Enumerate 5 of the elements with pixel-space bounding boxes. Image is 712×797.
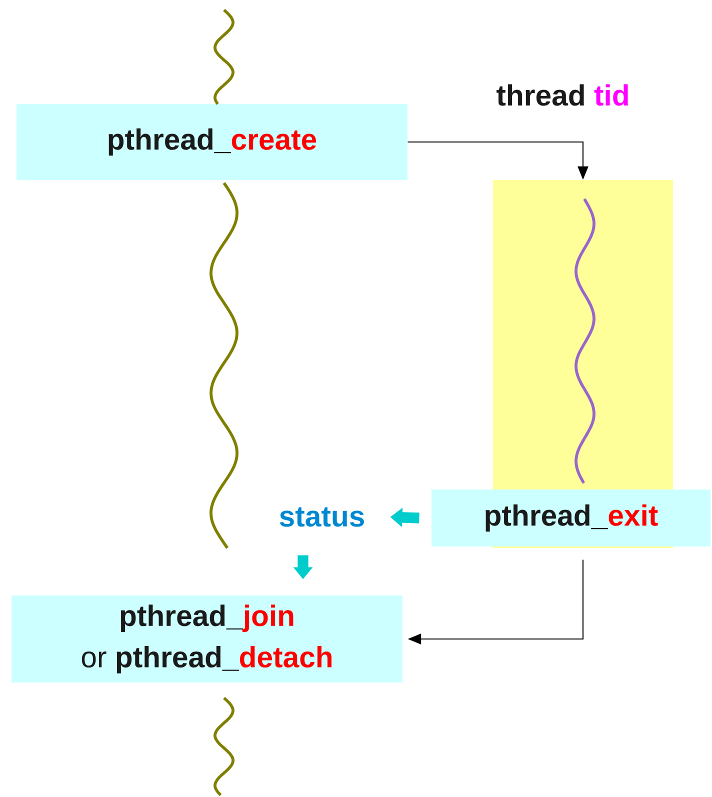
thread-label: thread tid bbox=[496, 84, 628, 106]
status-label: status bbox=[280, 507, 364, 527]
function-box: pthread_create bbox=[16, 104, 408, 180]
function-box: pthread_join or pthread_detach bbox=[12, 596, 402, 682]
function-box: pthread_exit bbox=[432, 490, 710, 546]
